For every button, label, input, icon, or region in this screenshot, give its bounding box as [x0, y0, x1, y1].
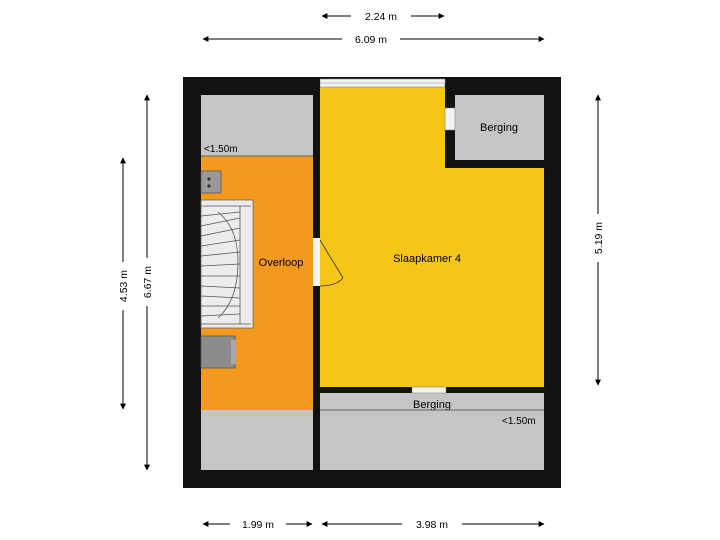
attic-top-left — [201, 95, 313, 156]
door-storage-top — [444, 107, 456, 131]
dim-label-bottom-left: 1.99 m — [242, 519, 274, 531]
room-label-storage-bottom: Berging — [413, 399, 451, 411]
storage-bottom-area — [320, 393, 544, 470]
room-label-bedroom: Slaapkamer 4 — [393, 253, 461, 265]
annotation-low-ceiling-bottom: <1.50m — [502, 416, 536, 427]
dim-label-right: 5.19 m — [593, 222, 605, 254]
dim-label-left-inner: 4.53 m — [118, 270, 130, 302]
switch-box — [200, 170, 222, 194]
door-storage-bottom — [411, 386, 447, 394]
room-label-landing: Overloop — [259, 257, 304, 269]
dim-label-top-total: 6.09 m — [355, 34, 387, 46]
boiler-unit — [200, 335, 236, 369]
bedroom-area — [320, 84, 544, 387]
storage-top-area — [455, 95, 544, 160]
staircase — [200, 199, 254, 329]
dim-label-bottom-right: 3.98 m — [416, 519, 448, 531]
room-label-storage-top: Berging — [480, 122, 518, 134]
attic-bottom-left — [201, 410, 313, 470]
door-bedroom — [313, 238, 344, 287]
annotation-low-ceiling-left: <1.50m — [204, 144, 238, 155]
dim-label-top-inner: 2.24 m — [365, 11, 397, 23]
dim-label-left-total: 6.67 m — [142, 266, 154, 298]
wall-storage-bottom — [445, 160, 544, 168]
